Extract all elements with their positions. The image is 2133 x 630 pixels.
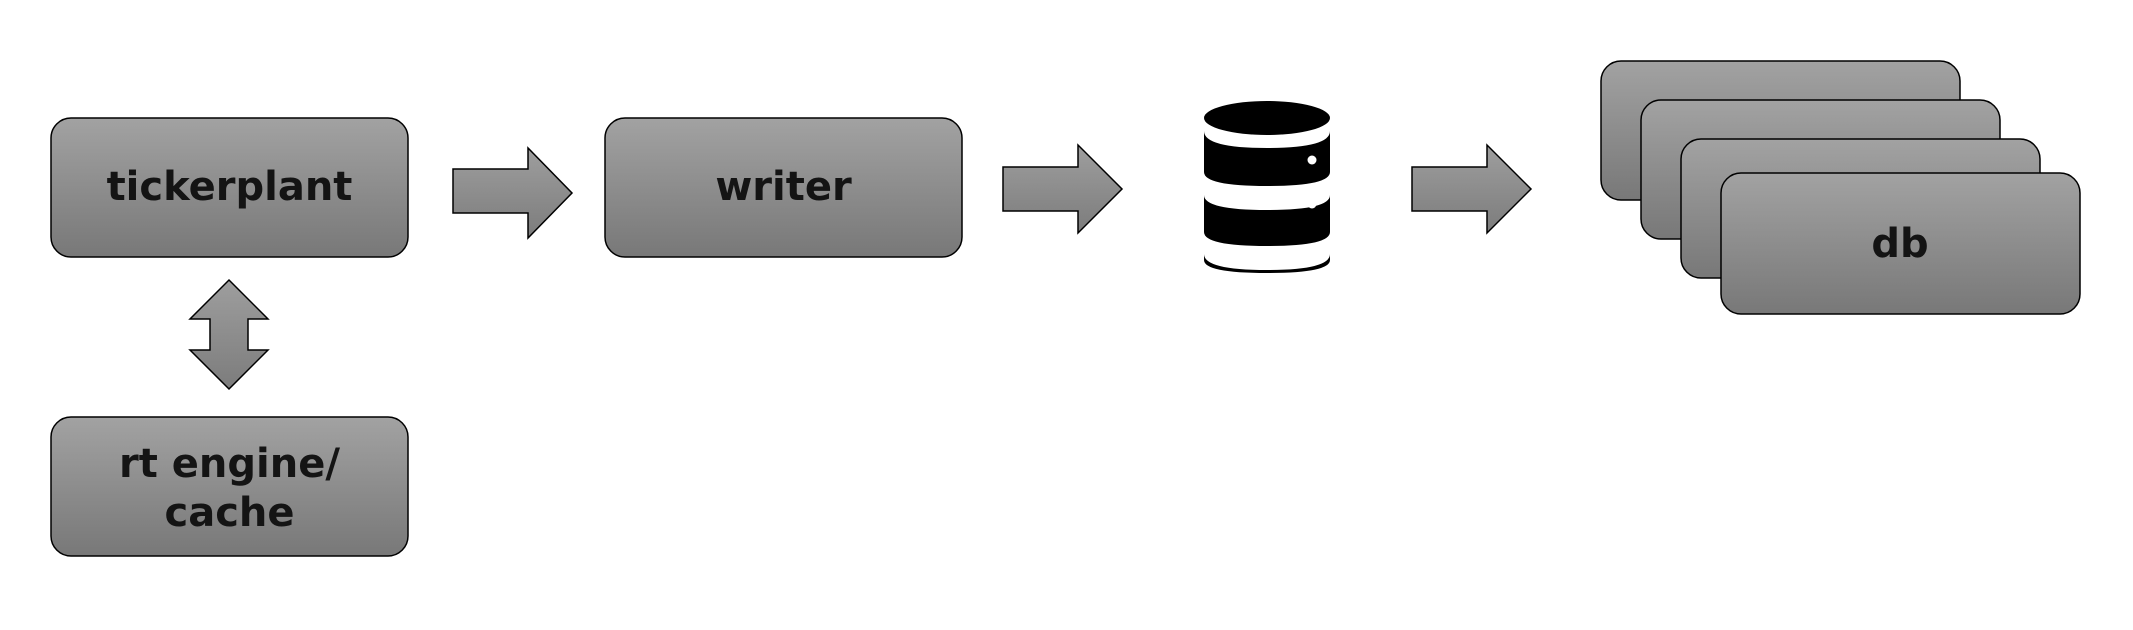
arrow-right-icon: [1002, 143, 1124, 235]
writer-node: writer: [604, 117, 963, 258]
writer-box: [604, 117, 963, 258]
rt-engine-box: [50, 416, 409, 557]
db-label: db: [1871, 221, 1928, 267]
tickerplant-box: [50, 117, 409, 258]
rt-engine-label-line-2: cache: [164, 490, 294, 536]
rt-engine-label: rt engine/: [119, 441, 340, 487]
database-icon: [1204, 101, 1330, 273]
writer-label: writer: [715, 164, 852, 210]
double-arrow-vertical-icon: [188, 278, 270, 391]
db-front-box: [1720, 172, 2081, 315]
tickerplant-label: tickerplant: [107, 164, 353, 210]
db-node: db: [1600, 60, 2081, 315]
tickerplant-node: tickerplant: [50, 117, 409, 258]
rt-engine-node: rt engine/ cache: [50, 416, 409, 557]
arrow-right-icon: [452, 146, 574, 240]
arrow-right-icon: [1411, 143, 1533, 235]
